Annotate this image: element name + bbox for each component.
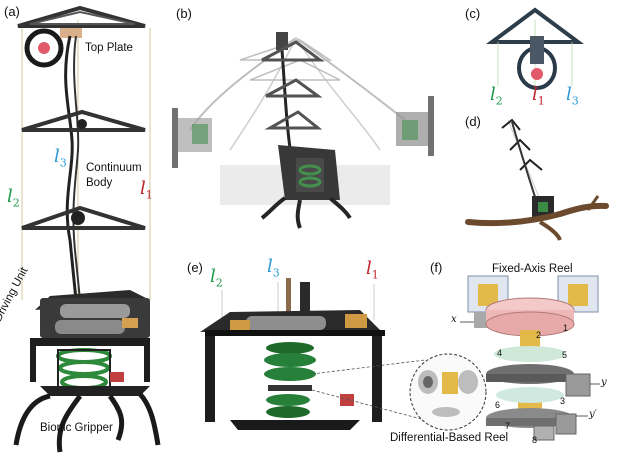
panel-label-a: (a) xyxy=(4,4,20,19)
axis-y-prime-label: y′ xyxy=(589,409,597,420)
tendon-l3-label-e: l3 xyxy=(267,256,280,280)
tendon-l2-label-a: l2 xyxy=(7,186,20,210)
panel-c-robot xyxy=(485,7,585,90)
panel-label-d: (d) xyxy=(465,114,481,129)
panel-label-e: (e) xyxy=(187,260,203,275)
tendon-l2-label-c: l2 xyxy=(490,84,503,108)
tendon-l3-label-a: l3 xyxy=(54,146,67,170)
fixed-axis-reel-label: Fixed-Axis Reel xyxy=(492,263,573,275)
panel-label-c: (c) xyxy=(465,6,481,21)
part-number-8: 8 xyxy=(532,435,538,445)
axis-y-label: y xyxy=(601,377,607,388)
panel-b-robot xyxy=(172,32,434,229)
part-number-1: 1 xyxy=(563,323,569,333)
panel-e-robot xyxy=(200,278,426,430)
panel-label-f: (f) xyxy=(430,260,443,275)
part-number-3: 3 xyxy=(560,396,566,406)
tendon-l2-label-e: l2 xyxy=(210,266,223,290)
top-plate-label: Top Plate xyxy=(85,42,133,54)
panel-a-robot xyxy=(13,5,161,453)
tendon-l1-label-a: l1 xyxy=(140,178,153,202)
tendon-l1-label-c: l1 xyxy=(532,84,545,108)
part-number-2: 2 xyxy=(536,330,542,340)
part-number-6: 6 xyxy=(495,400,501,410)
bionic-gripper-label: Bionic Gripper xyxy=(40,422,113,434)
tendon-l3-label-c: l3 xyxy=(566,84,579,108)
tendon-l1-label-e: l1 xyxy=(366,258,379,282)
part-number-5: 5 xyxy=(562,350,568,360)
part-number-4: 4 xyxy=(497,348,503,358)
panel-f-mechanism xyxy=(460,275,600,441)
part-number-7: 7 xyxy=(505,421,511,431)
panel-d-robot xyxy=(465,118,609,241)
axis-x-label: x xyxy=(451,314,457,325)
panel-label-b: (b) xyxy=(176,6,192,21)
differential-reel-inset xyxy=(409,353,487,431)
differential-reel-label: Differential-Based Reel xyxy=(390,432,509,444)
body-label: Body xyxy=(86,177,113,189)
continuum-label: Continuum xyxy=(86,162,142,174)
